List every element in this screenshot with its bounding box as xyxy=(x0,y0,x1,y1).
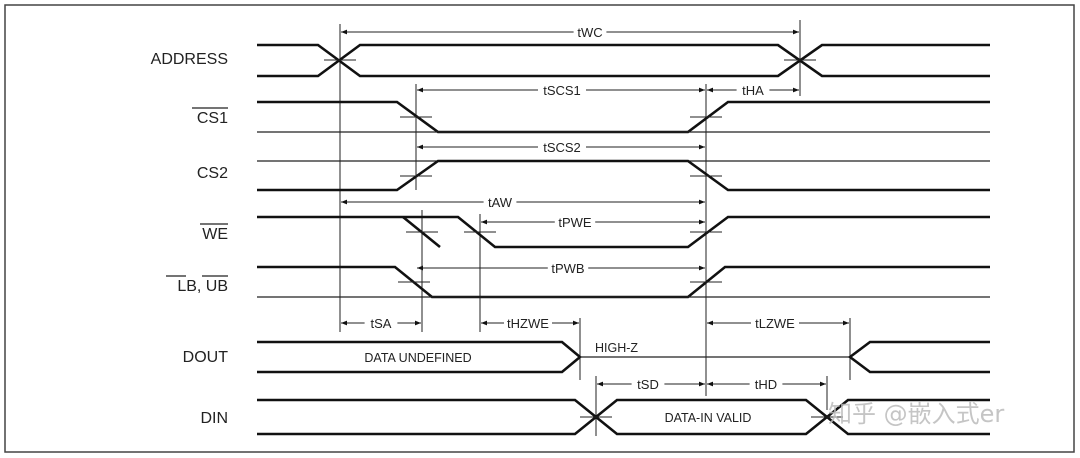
thd-label: tHD xyxy=(755,377,777,392)
waveform-we xyxy=(257,215,990,249)
tpwb-label: tPWB xyxy=(551,261,584,276)
reference-lines xyxy=(339,20,851,436)
dout-high-z: HIGH-Z xyxy=(595,341,638,355)
diagram-border xyxy=(4,4,1075,453)
waveform-address xyxy=(257,43,990,78)
thzwe-label: tHZWE xyxy=(507,316,549,331)
timing-arrows: tWC tSCS1 tHA tSCS2 tAW tPWE tPWB tSA tHZWE tLZWE… xyxy=(341,25,849,392)
watermark: 知乎 @嵌入式er xyxy=(828,400,1004,428)
label-din: DIN xyxy=(200,410,228,427)
waveform-cs2 xyxy=(257,159,990,192)
waveform-din xyxy=(257,398,990,436)
label-lb-ub: LB, UB xyxy=(177,278,228,295)
tpwe-label: tPWE xyxy=(558,215,592,230)
tscs2-label: tSCS2 xyxy=(543,140,581,155)
tsd-label: tSD xyxy=(637,377,659,392)
label-cs1: CS1 xyxy=(197,110,228,127)
tscs1-label: tSCS1 xyxy=(543,83,581,98)
label-address: ADDRESS xyxy=(151,51,228,68)
label-we: WE xyxy=(202,226,228,243)
tlzwe-label: tLZWE xyxy=(755,316,795,331)
taw-label: tAW xyxy=(488,195,513,210)
twc-label: tWC xyxy=(577,25,602,40)
label-dout: DOUT xyxy=(183,349,229,366)
waveform-lb-ub xyxy=(257,265,990,299)
waveform-dout xyxy=(257,340,990,374)
tha-label: tHA xyxy=(742,83,764,98)
din-data-in-valid: DATA-IN VALID xyxy=(665,411,752,425)
tsa-label: tSA xyxy=(371,316,392,331)
label-cs2: CS2 xyxy=(197,165,228,182)
dout-data-undefined: DATA UNDEFINED xyxy=(364,351,471,365)
waveform-cs1 xyxy=(257,100,990,134)
